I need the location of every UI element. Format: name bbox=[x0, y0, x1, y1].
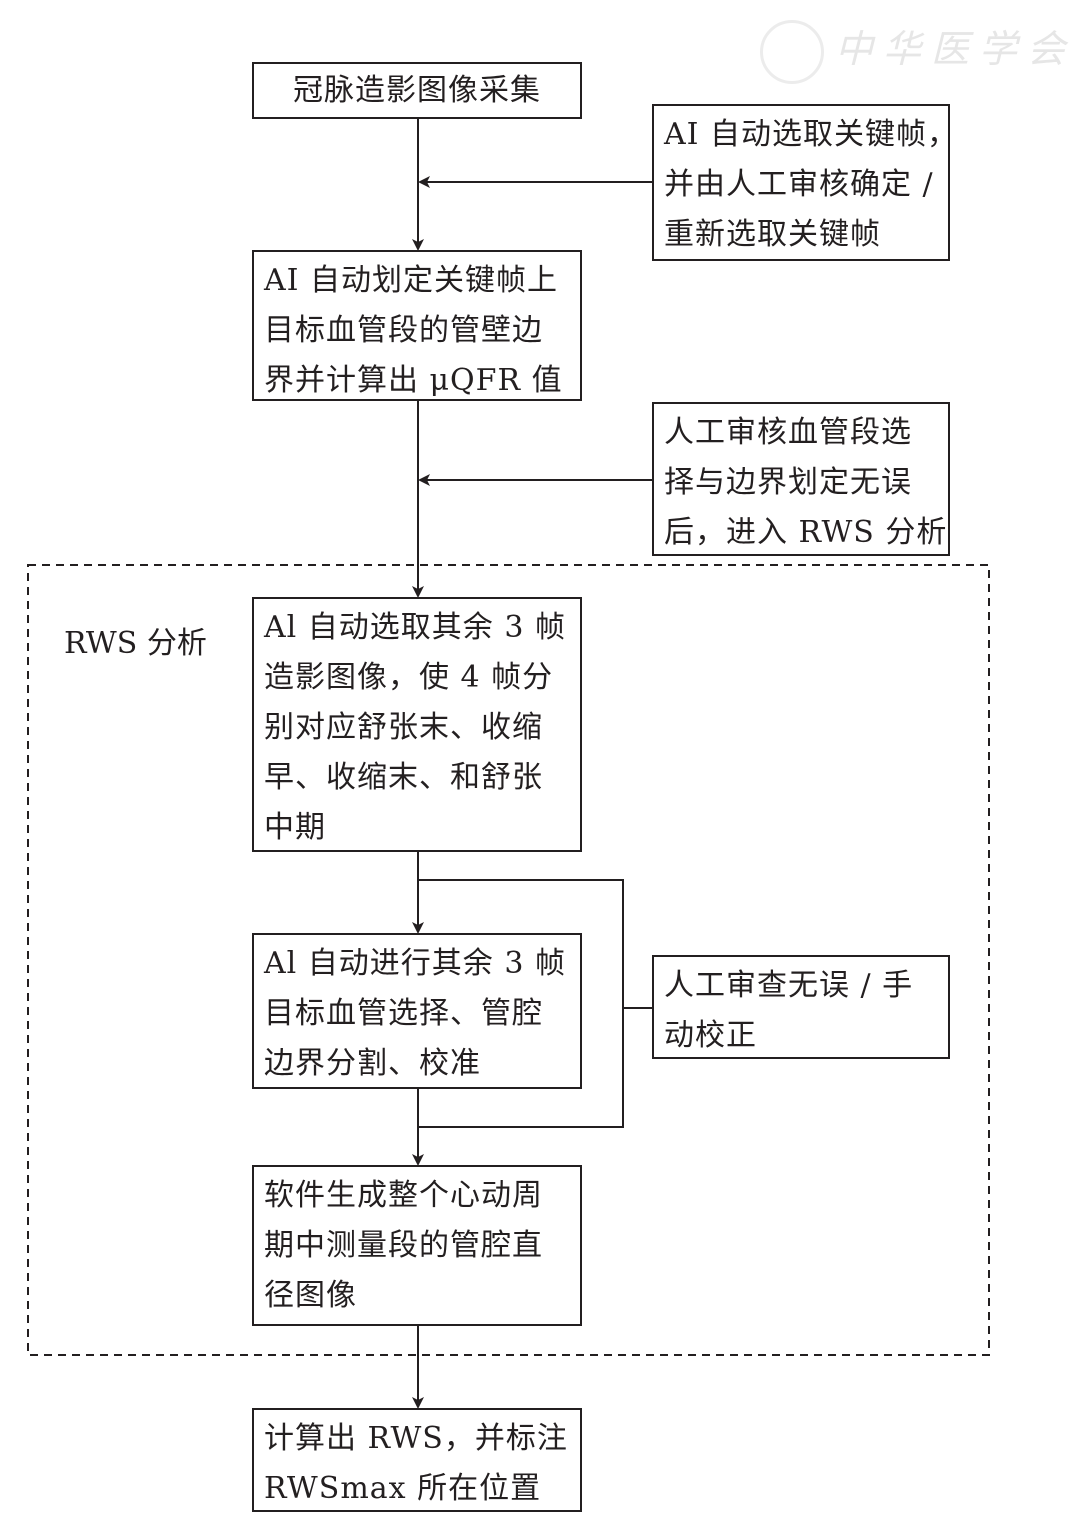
box-line: Al 自动选取其余 3 帧 bbox=[264, 610, 566, 645]
rws-analysis-label: RWS 分析 bbox=[64, 626, 207, 661]
box-line: 目标血管段的管壁边 bbox=[264, 313, 543, 348]
box-boundary-uqfr: AI 自动划定关键帧上 目标血管段的管壁边 界并计算出 μQFR 值 bbox=[252, 250, 582, 401]
box-line: 软件生成整个心动周 bbox=[264, 1178, 543, 1213]
box-line: 别对应舒张末、收缩 bbox=[264, 710, 543, 745]
box-line: RWSmax 所在位置 bbox=[264, 1471, 542, 1506]
box-line: 择与边界划定无误 bbox=[664, 465, 912, 500]
box-compute-rws: 计算出 RWS，并标注 RWSmax 所在位置 bbox=[252, 1408, 582, 1512]
box-line: 人工审查无误 / 手 bbox=[664, 968, 914, 1003]
box-segment-frames: Al 自动进行其余 3 帧 目标血管选择、管腔 边界分割、校准 bbox=[252, 933, 582, 1089]
box-line: 径图像 bbox=[264, 1278, 357, 1313]
box-line: 动校正 bbox=[664, 1018, 757, 1053]
rws-analysis-group-border bbox=[27, 564, 990, 1356]
box-line: AI 自动划定关键帧上 bbox=[264, 263, 559, 298]
box-line: 期中测量段的管腔直 bbox=[264, 1228, 543, 1263]
box-line: 后，进入 RWS 分析 bbox=[664, 515, 948, 550]
watermark-seal-icon bbox=[760, 20, 824, 84]
box-line: AI 自动选取关键帧， bbox=[664, 117, 959, 152]
box-line: 边界分割、校准 bbox=[264, 1046, 481, 1081]
box-line: 造影图像，使 4 帧分 bbox=[264, 660, 554, 695]
manual-check-loop bbox=[418, 879, 624, 1128]
box-line: 人工审核血管段选 bbox=[664, 415, 912, 450]
box-keyframe-review: AI 自动选取关键帧， 并由人工审核确定 / 重新选取关键帧 bbox=[652, 104, 959, 261]
box-manual-check: 人工审查无误 / 手 动校正 bbox=[652, 955, 950, 1059]
box-line: 冠脉造影图像采集 bbox=[293, 73, 541, 108]
box-line: Al 自动进行其余 3 帧 bbox=[264, 946, 566, 981]
box-line: 计算出 RWS，并标注 bbox=[264, 1421, 568, 1456]
box-line: 早、收缩末、和舒张 bbox=[264, 760, 543, 795]
watermark: 中华医学会 bbox=[835, 27, 1076, 71]
box-line: 界并计算出 μQFR 值 bbox=[264, 363, 563, 398]
box-line: 目标血管选择、管腔 bbox=[264, 996, 543, 1031]
box-line: 并由人工审核确定 / bbox=[664, 167, 934, 202]
box-select-frames: Al 自动选取其余 3 帧 造影图像，使 4 帧分 别对应舒张末、收缩 早、收缩… bbox=[252, 597, 582, 852]
box-acquisition: 冠脉造影图像采集 bbox=[252, 62, 582, 119]
box-diameter-image: 软件生成整个心动周 期中测量段的管腔直 径图像 bbox=[252, 1165, 582, 1326]
box-line: 重新选取关键帧 bbox=[664, 217, 881, 252]
box-line: 中期 bbox=[264, 810, 326, 845]
box-manual-review: 人工审核血管段选 择与边界划定无误 后，进入 RWS 分析 bbox=[652, 402, 950, 556]
